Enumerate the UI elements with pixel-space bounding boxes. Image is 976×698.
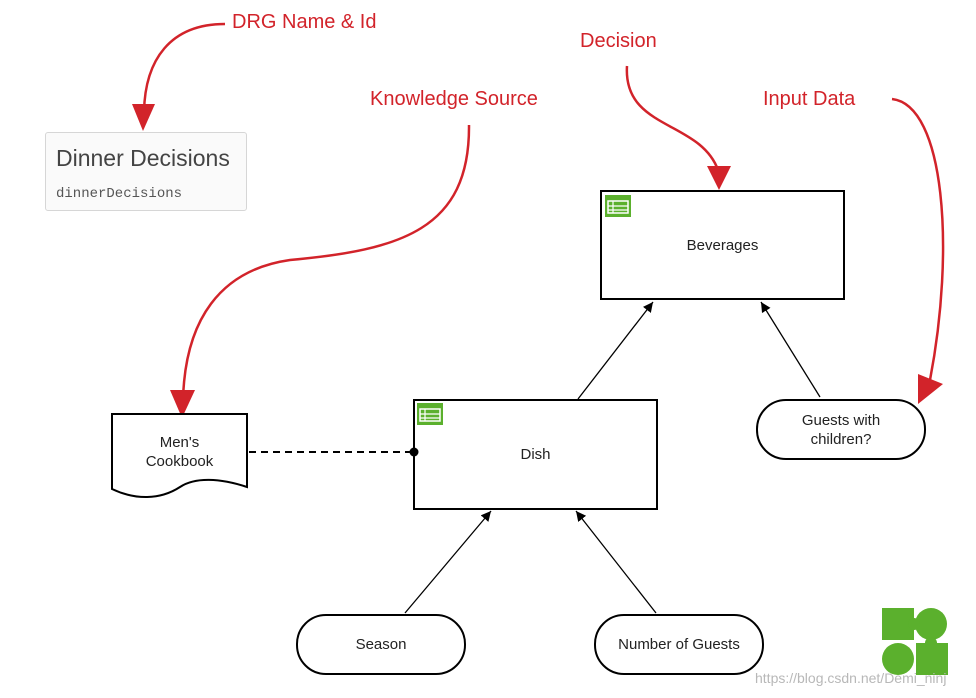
input-season-shape[interactable] bbox=[296, 614, 466, 675]
knowledge-source-label-line1: Men's bbox=[159, 434, 200, 451]
callout-arrow-drg bbox=[142, 22, 226, 113]
input-guests-with-children-label: Guests with children? bbox=[757, 411, 925, 449]
knowledge-source-label: Men's Cookbook bbox=[112, 433, 247, 471]
drg-id: dinnerDecisions bbox=[56, 186, 183, 202]
information-requirements bbox=[404, 301, 821, 614]
authority-requirement-dot bbox=[409, 447, 419, 457]
knowledge-source-shape[interactable] bbox=[111, 413, 248, 498]
watermark-text: https://blog.csdn.net/Demi_ninj bbox=[755, 670, 947, 686]
arrowhead-drg bbox=[132, 104, 155, 131]
callout-arrows bbox=[142, 22, 945, 401]
callout-input-data: Input Data bbox=[763, 88, 856, 110]
edge-guests-to-beverages bbox=[760, 301, 821, 398]
drg-info-box[interactable]: Dinner Decisions dinnerDecisions bbox=[45, 132, 247, 211]
callout-arrow-knowledge-source bbox=[181, 124, 471, 401]
callout-knowledge-source: Knowledge Source bbox=[370, 88, 538, 110]
arrowhead-input-data bbox=[918, 374, 943, 404]
input-number-of-guests-shape[interactable] bbox=[594, 614, 764, 675]
callout-decision: Decision bbox=[580, 30, 657, 52]
edge-number-guests-to-dish bbox=[575, 510, 657, 614]
decision-dish-label: Dish bbox=[520, 446, 551, 463]
arrowhead-knowledge-source bbox=[170, 390, 195, 418]
callout-arrowheads bbox=[132, 104, 943, 418]
drg-name: Dinner Decisions bbox=[56, 145, 230, 171]
callout-arrow-input-data bbox=[891, 97, 945, 381]
input-season-label: Season bbox=[355, 636, 407, 653]
input-number-of-guests-label: Number of Guests bbox=[618, 636, 740, 653]
edge-dish-to-beverages bbox=[577, 301, 654, 400]
decision-beverages-box[interactable] bbox=[600, 190, 845, 300]
edge-season-to-dish bbox=[404, 510, 492, 614]
guests-with-children-line1: Guests with bbox=[801, 412, 881, 429]
callout-drg-name-id: DRG Name & Id bbox=[232, 11, 377, 33]
decision-beverages-label: Beverages bbox=[686, 237, 759, 254]
puzzle-logo-icon bbox=[882, 608, 948, 675]
table-icon bbox=[605, 195, 631, 217]
table-icon bbox=[417, 403, 443, 425]
callout-arrow-decision bbox=[625, 65, 720, 171]
guests-with-children-line2: children? bbox=[810, 431, 872, 448]
input-guests-with-children-shape[interactable] bbox=[756, 399, 926, 460]
arrowhead-decision bbox=[707, 166, 731, 190]
knowledge-source-label-line2: Cookbook bbox=[145, 453, 214, 470]
